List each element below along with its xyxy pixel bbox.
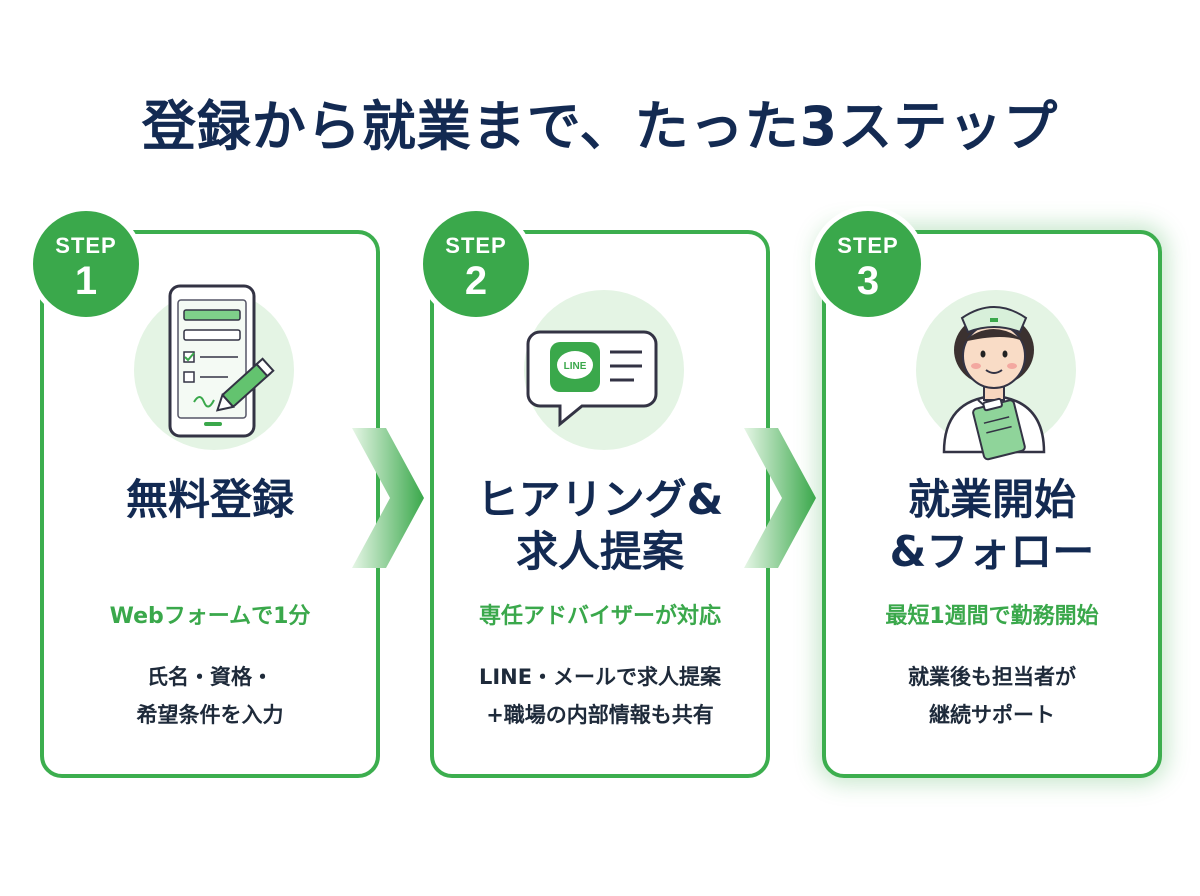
step-3-badge: STEP 3 bbox=[810, 206, 926, 322]
step-2-title: ヒアリング& 求人提案 bbox=[476, 475, 724, 576]
step-1-title: 無料登録 bbox=[125, 475, 294, 524]
chevron-right-icon bbox=[352, 428, 424, 568]
line-chat-icon: LINE bbox=[526, 330, 658, 428]
svg-text:LINE: LINE bbox=[564, 361, 587, 372]
step-card-2: LINE ヒアリング& 求人提案 専任アドバイザーが対応 LINE・メールで求人… bbox=[430, 230, 770, 778]
step-2-subtitle: 専任アドバイザーが対応 bbox=[478, 604, 721, 629]
step-card-3: 就業開始 &フォロー 最短1週間で勤務開始 就業後も担当者が 継続サポート bbox=[822, 230, 1162, 778]
step-3-subtitle: 最短1週間で勤務開始 bbox=[885, 604, 1099, 629]
nurse-icon bbox=[942, 306, 1046, 461]
smartphone-form-icon bbox=[168, 284, 275, 438]
step-3-title: 就業開始 &フォロー bbox=[889, 475, 1095, 576]
step-2-description: LINE・メールで求人提案 +職場の内部情報も共有 bbox=[478, 665, 722, 727]
chevron-right-icon bbox=[744, 428, 816, 568]
step-card-1: 無料登録 Webフォームで1分 氏名・資格・ 希望条件を入力 bbox=[40, 230, 380, 778]
step-1-badge: STEP 1 bbox=[28, 206, 144, 322]
step-1-subtitle: Webフォームで1分 bbox=[109, 604, 311, 629]
step-3-description: 就業後も担当者が 継続サポート bbox=[908, 665, 1076, 727]
page-title: 登録から就業まで、たった3ステップ bbox=[141, 95, 1059, 158]
step-2-badge: STEP 2 bbox=[418, 206, 534, 322]
step-1-description: 氏名・資格・ 希望条件を入力 bbox=[136, 665, 284, 727]
